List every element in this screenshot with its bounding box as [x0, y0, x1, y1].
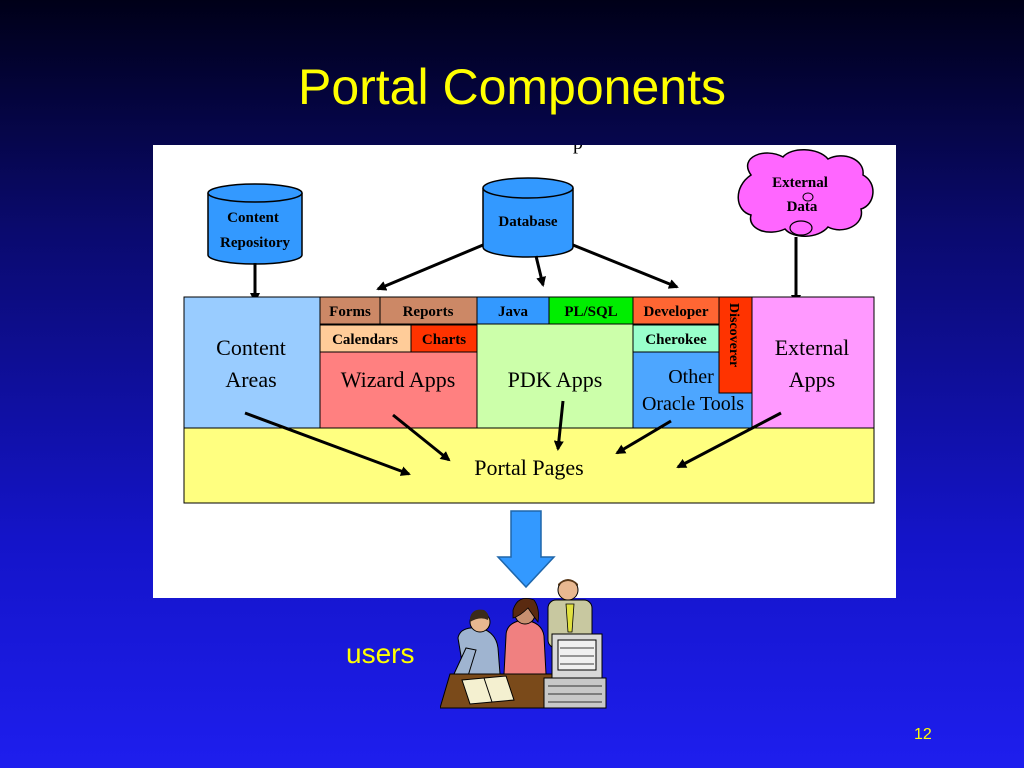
- source-arrows: [250, 237, 801, 305]
- portal-pages-label: Portal Pages: [474, 455, 583, 480]
- diagram-panel: p Content Repository Database External D…: [153, 145, 896, 598]
- users-clipart-icon: [440, 579, 607, 709]
- discoverer-tag-box: Discoverer: [718, 296, 753, 394]
- slide-title: Portal Components: [297, 59, 726, 115]
- content-areas-to-pages-arrow: [244, 411, 411, 476]
- cherokee-tag: Cherokee: [645, 332, 707, 348]
- discoverer-tag: Discoverer: [726, 303, 741, 367]
- wizard-to-pages-arrow: [392, 413, 451, 462]
- database-cylinder: Database: [482, 177, 574, 258]
- java-tag: Java: [498, 304, 529, 320]
- content-areas-label-1: Content: [216, 335, 286, 360]
- other-tools-label-2: Oracle Tools: [642, 393, 744, 415]
- external-apps-box: [751, 296, 875, 429]
- pdk-apps-label: PDK Apps: [508, 367, 603, 392]
- content-areas-box: [183, 296, 321, 429]
- woman-figure: [503, 597, 547, 675]
- down-arrow-icon: [496, 510, 556, 589]
- portal-pages-arrows: [244, 400, 782, 476]
- charts-tag: Charts: [422, 332, 466, 348]
- plsql-tag: PL/SQL: [564, 304, 617, 320]
- wizard-apps-label: Wizard Apps: [341, 367, 456, 392]
- reports-tag: Reports: [403, 304, 454, 320]
- portal-diagram: p Content Repository Database External D…: [183, 145, 875, 589]
- database-to-other-arrow: [572, 243, 679, 289]
- content-areas-label-2: Areas: [225, 367, 276, 392]
- cropped-glyph: p: [573, 145, 583, 154]
- tag-row-top: Forms Reports Java PL/SQL Developer: [319, 296, 720, 325]
- external-apps-label-2: Apps: [789, 367, 835, 392]
- external-data-cloud: External Data: [737, 149, 874, 237]
- database-to-wizard-arrow: [376, 243, 484, 291]
- external-apps-to-pages-arrow: [676, 411, 782, 469]
- content-repository-label-1: Content: [227, 210, 279, 226]
- developer-tag: Developer: [644, 304, 709, 320]
- calendars-tag: Calendars: [332, 332, 398, 348]
- content-repository-label-2: Repository: [220, 235, 290, 251]
- content-repository-cylinder: Content Repository: [207, 183, 303, 265]
- users-label: users: [346, 638, 415, 669]
- external-data-label-1: External: [772, 175, 828, 191]
- external-data-label-2: Data: [787, 199, 818, 215]
- pdk-to-pages-arrow: [553, 400, 565, 451]
- database-to-pdk-arrow: [534, 255, 546, 287]
- portal-pages-box: [183, 427, 875, 504]
- slide-number: 12: [914, 726, 932, 743]
- computer-icon: [543, 633, 607, 709]
- other-to-pages-arrow: [615, 419, 672, 455]
- seated-man-figure: [453, 609, 501, 677]
- database-label: Database: [498, 214, 558, 230]
- forms-tag: Forms: [329, 304, 371, 320]
- external-apps-label-1: External: [775, 335, 850, 360]
- other-tools-label-1: Other: [668, 366, 714, 388]
- tag-row-second: Calendars Charts Cherokee: [319, 324, 720, 353]
